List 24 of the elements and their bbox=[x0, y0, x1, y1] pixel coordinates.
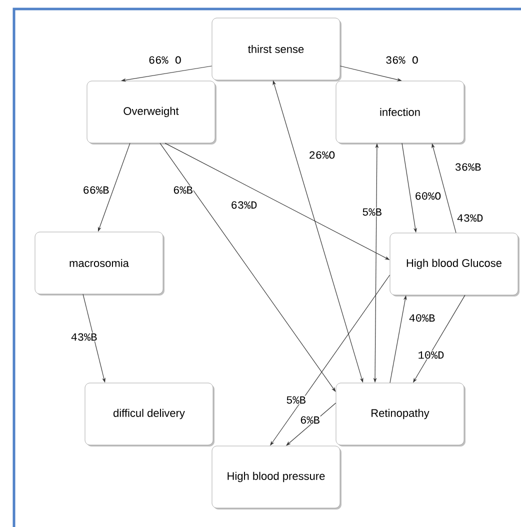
edge-label: 6%B bbox=[300, 416, 320, 424]
process-box: difficul delivery bbox=[84, 382, 214, 446]
arrow bbox=[160, 142, 336, 392]
process-box: High blood pressure bbox=[212, 446, 342, 510]
edge-label: 43%B bbox=[70, 332, 98, 342]
edge-label: 66%B bbox=[82, 186, 110, 194]
process-box: Retinopathy bbox=[336, 382, 466, 446]
edge-label: 60%O bbox=[414, 192, 442, 200]
edge-label: 63%D bbox=[230, 200, 258, 210]
edge-label: 36%B bbox=[454, 162, 482, 172]
process-box: macrosomia bbox=[34, 232, 164, 296]
edge-label: 40%B bbox=[408, 314, 436, 322]
process-box: Overweight bbox=[86, 80, 216, 144]
edge-label: 66% O bbox=[148, 56, 182, 64]
process-box: thirst sense bbox=[212, 18, 342, 82]
edge-label: 26%O bbox=[308, 150, 336, 160]
edge-label: 6%B bbox=[172, 186, 194, 194]
process-box: High blood Glucose bbox=[390, 232, 520, 296]
edge-label: 5%B bbox=[286, 396, 306, 404]
percent-label: 43%D bbox=[456, 214, 484, 222]
edge-label: 36% O bbox=[385, 56, 419, 64]
process-box: infection bbox=[336, 80, 466, 144]
edge-label: 5%B bbox=[362, 208, 382, 216]
edge-label: 10%D bbox=[417, 350, 445, 360]
